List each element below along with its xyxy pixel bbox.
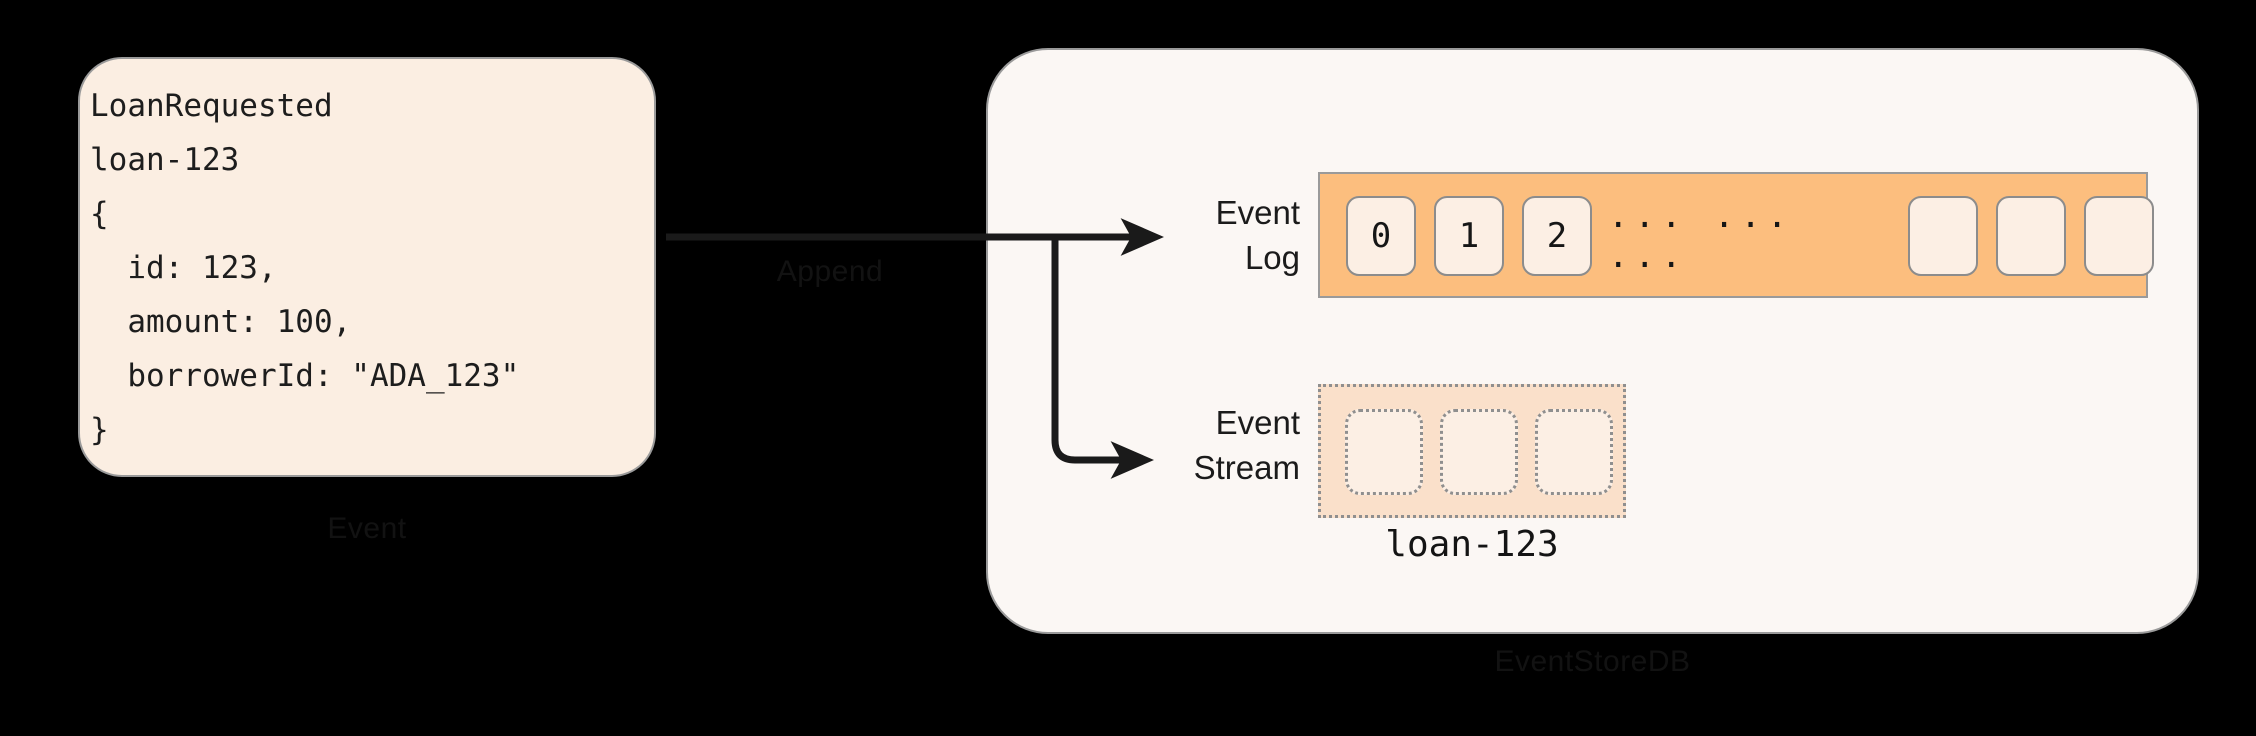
event-stream-caption: loan-123	[1385, 524, 1559, 565]
event-stream-cell	[1535, 409, 1613, 495]
event-log-cell: 1	[1434, 196, 1504, 276]
event-stream-cell	[1440, 409, 1518, 495]
eventstoredb-container	[986, 48, 2199, 634]
event-log-label-line2: Log	[1244, 239, 1300, 276]
event-log-cell	[1908, 196, 1978, 276]
event-log-label-line1: Event	[1215, 194, 1300, 231]
event-log-ellipsis: ... ... ...	[1608, 196, 1794, 276]
event-log-cell: 0	[1346, 196, 1416, 276]
event-stream-label-line1: Event	[1215, 404, 1300, 441]
event-log-cell	[2084, 196, 2154, 276]
event-card-caption: Event	[327, 512, 407, 545]
event-log-cell	[1996, 196, 2066, 276]
event-card: LoanRequested loan-123 { id: 123, amount…	[78, 57, 656, 477]
event-log-bar: 0 1 2 ... ... ...	[1318, 172, 2154, 298]
eventstoredb-caption: EventStoreDB	[1494, 645, 1691, 678]
event-stream-cell	[1345, 409, 1423, 495]
event-log-cell: 2	[1522, 196, 1592, 276]
append-arrow-label: Append	[776, 255, 884, 288]
event-stream-label-line2: Stream	[1193, 449, 1300, 486]
event-payload-code: LoanRequested loan-123 { id: 123, amount…	[90, 88, 520, 448]
event-log-label: Event Log	[1100, 190, 1300, 280]
event-stream-group	[1318, 384, 1626, 518]
event-stream-label: Event Stream	[1080, 400, 1300, 490]
